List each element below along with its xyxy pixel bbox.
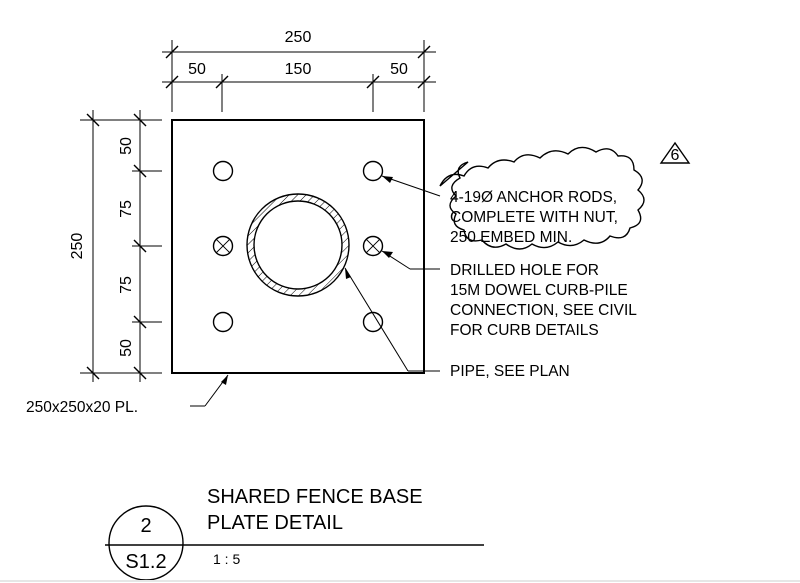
detail-title-line-2: PLATE DETAIL xyxy=(207,512,343,534)
left-dimensions: 250 50 75 75 50 xyxy=(69,110,162,382)
anchor-rod-hole xyxy=(362,160,384,182)
dim-vertical-1: 50 xyxy=(118,137,135,155)
svg-text:FOR CURB DETAILS: FOR CURB DETAILS xyxy=(450,322,599,339)
dim-left-edge: 50 xyxy=(188,61,206,78)
anchor-rod-hole xyxy=(212,311,234,333)
dim-vertical-2: 75 xyxy=(118,200,135,218)
dim-overall-height: 250 xyxy=(69,233,86,260)
pipe-leader xyxy=(344,267,440,372)
anchor-rod-leader xyxy=(381,175,441,197)
svg-text:COMPLETE WITH NUT,: COMPLETE WITH NUT, xyxy=(450,209,618,226)
anchor-rod-note: 4-19Ø ANCHOR RODS, COMPLETE WITH NUT, 25… xyxy=(450,189,618,246)
anchor-rod-hole xyxy=(362,311,384,333)
revision-cloud xyxy=(439,146,645,250)
svg-text:CONNECTION, SEE CIVIL: CONNECTION, SEE CIVIL xyxy=(450,302,637,319)
revision-number: 6 xyxy=(671,147,680,164)
drilled-hole-note: DRILLED HOLE FOR 15M DOWEL CURB-PILE CON… xyxy=(450,262,637,339)
sheet-number: S1.2 xyxy=(125,551,166,573)
dim-right-edge: 50 xyxy=(390,61,408,78)
plate-leader xyxy=(190,374,229,407)
dim-vertical-4: 50 xyxy=(118,339,135,357)
detail-number: 2 xyxy=(140,515,151,537)
svg-text:4-19Ø ANCHOR RODS,: 4-19Ø ANCHOR RODS, xyxy=(450,189,617,206)
svg-text:DRILLED HOLE FOR: DRILLED HOLE FOR xyxy=(450,262,599,279)
anchor-rod-hole xyxy=(212,160,234,182)
dowel-hole-right xyxy=(362,235,384,257)
top-dimensions: 250 50 150 50 xyxy=(162,29,436,112)
detail-scale: 1 : 5 xyxy=(213,551,240,567)
base-plate xyxy=(171,119,425,374)
pipe-note: PIPE, SEE PLAN xyxy=(450,363,570,380)
detail-title-line-1: SHARED FENCE BASE xyxy=(207,486,423,508)
dim-middle: 150 xyxy=(285,61,312,78)
dim-overall-width: 250 xyxy=(285,29,312,46)
dowel-hole-left xyxy=(212,235,234,257)
plate-note: 250x250x20 PL. xyxy=(26,399,138,416)
dowel-hole-leader xyxy=(381,250,440,270)
dim-vertical-3: 75 xyxy=(118,276,135,294)
svg-text:15M DOWEL CURB-PILE: 15M DOWEL CURB-PILE xyxy=(450,282,628,299)
revision-triangle: 6 xyxy=(659,141,691,164)
svg-text:250 EMBED MIN.: 250 EMBED MIN. xyxy=(450,229,572,246)
pipe-section xyxy=(246,193,350,297)
detail-title-block: 2 S1.2 SHARED FENCE BASE PLATE DETAIL 1 … xyxy=(105,486,484,581)
